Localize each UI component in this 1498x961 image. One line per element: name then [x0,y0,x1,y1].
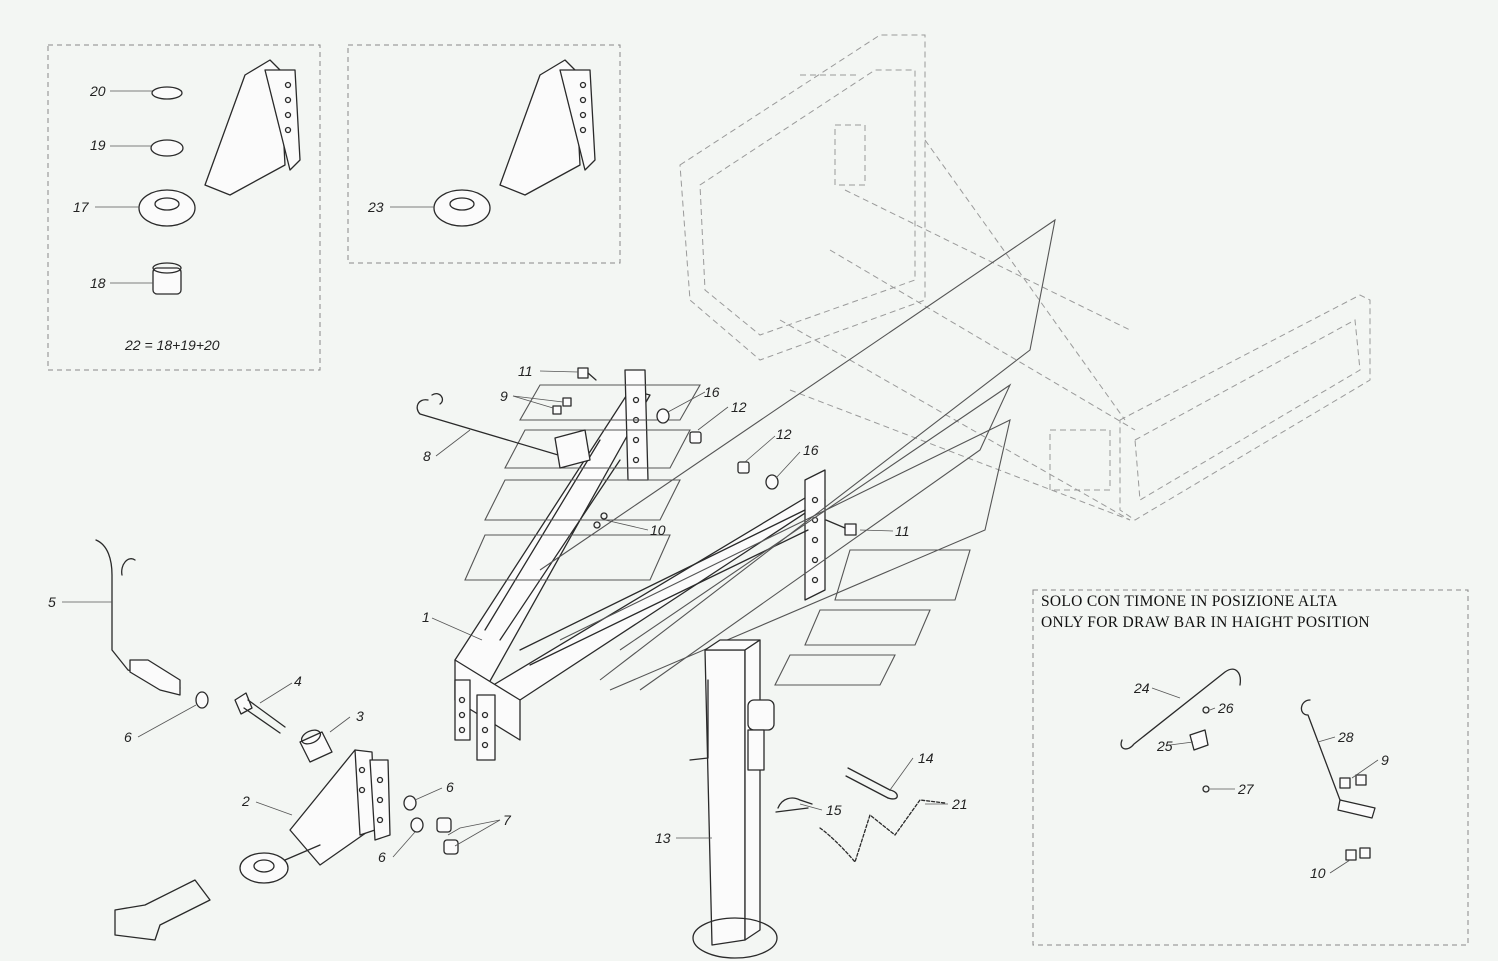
callout-16a: 16 [704,384,720,400]
nut [443,839,459,855]
detail-box-eye-alt [347,44,621,264]
callout-7: 7 [503,812,512,828]
washer [403,795,417,811]
leader-lines [62,90,1379,874]
callout-5: 5 [48,594,56,610]
locking-pin [845,767,898,800]
spring-clip [775,797,813,813]
callout-12b: 12 [776,426,792,442]
drawbar-eye [239,749,391,884]
eye-alt-detail [433,59,596,227]
pin-handle [95,539,181,696]
callout-19: 19 [90,137,106,153]
direction-arrow-icon [114,879,211,941]
callout-9a: 9 [500,388,508,404]
jack-stand [689,639,778,959]
callout-1: 1 [422,609,430,625]
nut [436,817,452,833]
callout-10b: 10 [1310,865,1326,881]
callout-23: 23 [367,199,384,215]
callout-11b: 11 [895,523,910,539]
callout-24: 24 [1133,680,1150,696]
drawbar-frame [454,369,826,761]
callout-13: 13 [655,830,671,846]
callout-4: 4 [294,673,302,689]
callout-2: 2 [241,793,250,809]
callout-15: 15 [826,802,842,818]
callout-14: 14 [918,750,934,766]
callout-8: 8 [423,448,431,464]
bolt [234,692,286,734]
callout-26: 26 [1217,700,1234,716]
callout-28: 28 [1337,729,1354,745]
detail-box-eye-assembly [47,44,321,371]
kit-formula: 22 = 18+19+20 [124,337,220,353]
callout-11a: 11 [518,363,533,379]
callout-12a: 12 [731,399,747,415]
callout-17: 17 [73,199,90,215]
projection-plates [464,218,1056,691]
callout-20: 20 [89,83,106,99]
small-fasteners [552,367,857,536]
washer [195,691,209,709]
callout-3: 3 [356,708,364,724]
callout-18: 18 [90,275,106,291]
callout-25: 25 [1156,738,1173,754]
note-italian: SOLO CON TIMONE IN POSIZIONE ALTA [1041,593,1338,610]
callout-labels: 20 19 17 18 23 1 2 3 4 5 6 6 6 7 8 9 9 1… [48,83,1389,881]
safety-chain [819,799,946,863]
washer [410,817,424,833]
bushing [299,729,333,763]
callout-27: 27 [1237,781,1255,797]
high-position-detail [1120,668,1376,861]
callout-6c: 6 [378,849,386,865]
callout-6a: 6 [124,729,132,745]
callout-9b: 9 [1381,752,1389,768]
callout-10a: 10 [650,522,666,538]
eye-assembly-detail [138,59,301,295]
hose-support [416,393,591,469]
callout-21: 21 [951,796,968,812]
detail-box-high-position [1032,589,1469,946]
note-english: ONLY FOR DRAW BAR IN HAIGHT POSITION [1041,614,1370,631]
chassis-frame-ghost [679,34,1371,521]
callout-6b: 6 [446,779,454,795]
callout-16b: 16 [803,442,819,458]
